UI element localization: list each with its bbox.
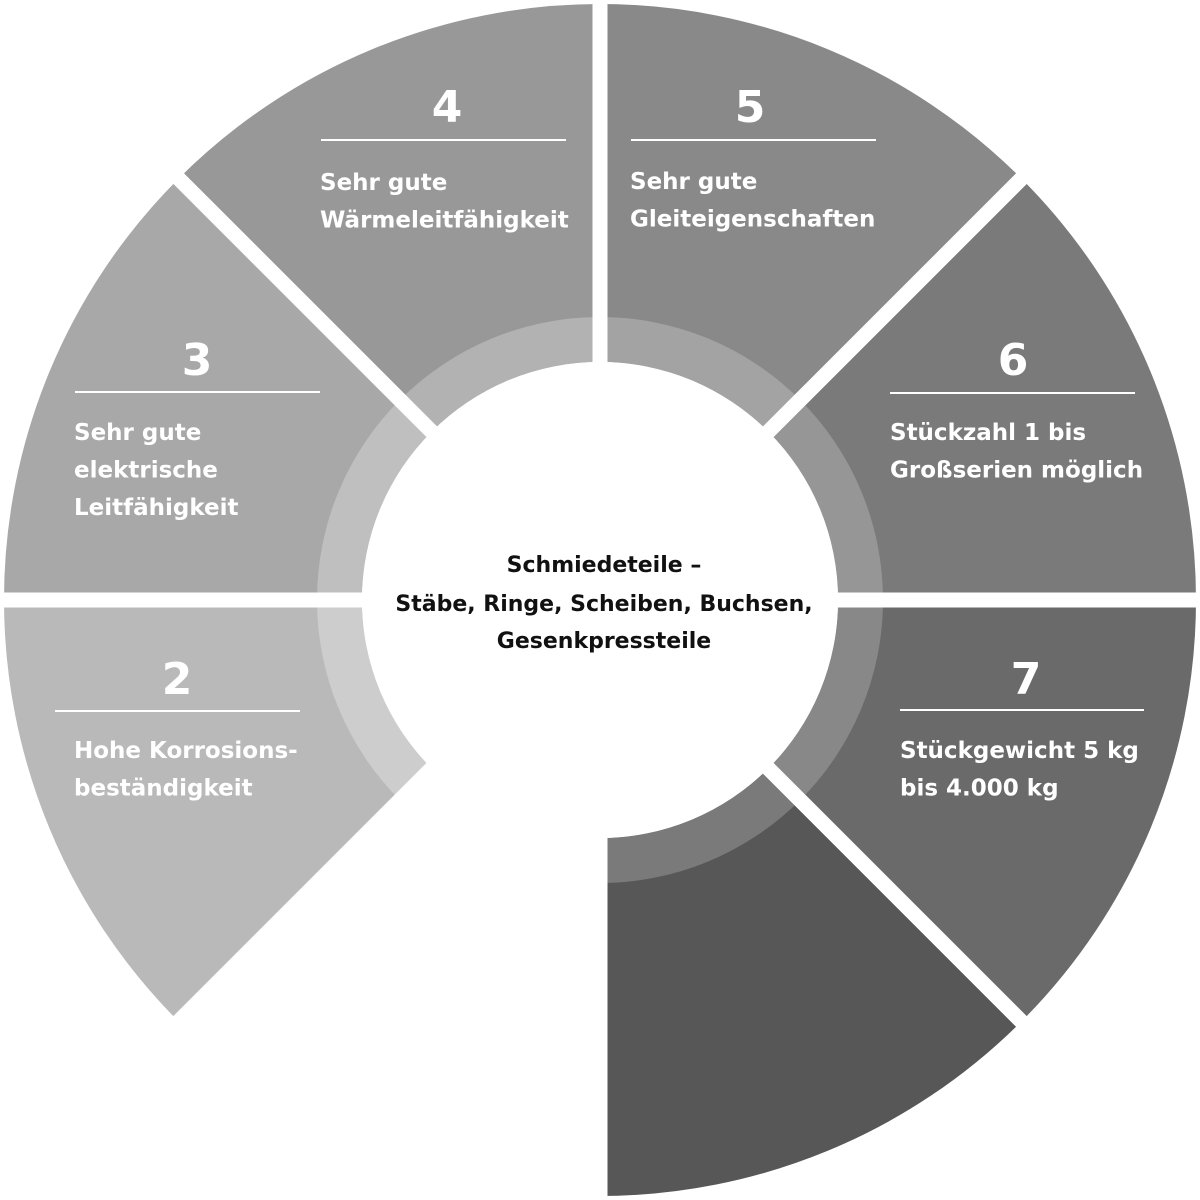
segment-6	[4, 178, 401, 600]
segment-2	[799, 600, 1196, 1022]
segment-4-inner-ring	[600, 317, 801, 432]
segment-1-inner-ring	[600, 768, 801, 883]
segment-5-text-line-2: Gleiteigenschaften	[630, 207, 875, 233]
center-line-3: Gesenkpressteile	[497, 629, 711, 654]
segment-4-number: 4	[432, 82, 463, 133]
segment-4-text-line-1: Sehr gute	[320, 170, 447, 196]
segment-7	[4, 600, 401, 1022]
segment-1-text-line-1: 150 Legierungen	[320, 982, 539, 1008]
segment-5-text-line-1: Sehr gute	[630, 169, 757, 195]
segment-3	[799, 178, 1196, 600]
segment-4-text-line-2: Wärmeleitfähigkeit	[320, 208, 569, 234]
segment-7-text-line-2: bis 4.000 kg	[900, 776, 1059, 802]
segment-7-inner-ring	[317, 600, 432, 801]
segment-3-number: 3	[182, 335, 213, 386]
segment-2-number: 2	[162, 654, 193, 705]
segment-4-divider-2	[761, 166, 1034, 439]
segment-2-text-line-2: beständigkeit	[74, 776, 253, 802]
segment-2-text-line-1: Hohe Korrosions-	[74, 738, 298, 764]
segment-7-divider-1	[166, 761, 439, 1034]
segment-5	[178, 4, 600, 401]
segment-6-text-line-1: Stückzahl 1 bis	[890, 420, 1086, 446]
segment-1-number: 1	[432, 898, 463, 949]
segment-6-inner-ring	[317, 399, 432, 600]
segment-7-number: 7	[1011, 654, 1042, 705]
segment-3-inner-ring	[768, 399, 883, 600]
center-line-1: Schmiedeteile –	[507, 553, 702, 578]
segment-4	[600, 4, 1022, 401]
segment-5-number: 5	[735, 82, 766, 133]
segment-5-inner-ring	[399, 317, 600, 432]
segment-3-text-line-2: elektrische	[74, 458, 218, 484]
segment-2-inner-ring	[768, 600, 883, 801]
segment-7-text-line-1: Stückgewicht 5 kg	[900, 738, 1139, 764]
segment-3-text-line-3: Leitfähigkeit	[74, 495, 239, 521]
segment-6-text-line-2: Großserien möglich	[890, 458, 1143, 484]
segment-3-text-line-1: Sehr gute	[74, 420, 201, 446]
segment-6-divider-2	[166, 166, 439, 439]
segment-6-number: 6	[998, 335, 1029, 386]
segment-1	[600, 799, 1022, 1196]
center-line-2: Stäbe, Ringe, Scheiben, Buchsen,	[395, 592, 812, 617]
center-circle	[362, 362, 838, 838]
segment-2-divider-2	[761, 761, 1034, 1034]
segment-1-text-line-2: auf Kupfer-Basis	[320, 1020, 535, 1046]
